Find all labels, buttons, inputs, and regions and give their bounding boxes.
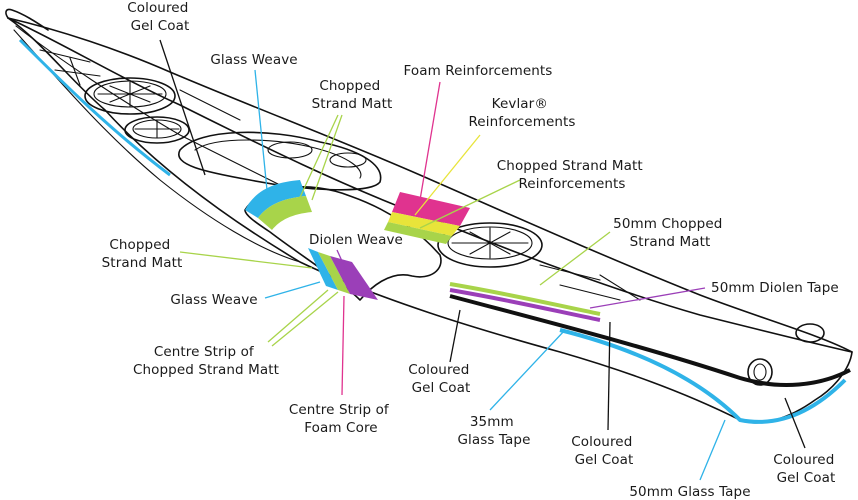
label-chopped-strand-matt-left: Chopped Strand Matt (102, 237, 183, 271)
label-coloured-gel-coat-bottom: Coloured Gel Coat (571, 434, 637, 468)
label-coloured-gel-coat-right: Coloured Gel Coat (773, 452, 839, 486)
seam-diolen-tape (449, 288, 601, 322)
label-chopped-strand-matt-reinforcements: Chopped Strand Matt Reinforcements (497, 158, 647, 192)
kayak-hull (5, 8, 853, 424)
stern-skeg-box (747, 358, 773, 386)
rear-hatch (437, 222, 543, 268)
label-coloured-gel-coat-top: Coloured Gel Coat (127, 0, 193, 34)
label-diolen-weave: Diolen Weave (309, 232, 403, 248)
label-coloured-gel-coat-mid: Coloured Gel Coat (408, 362, 474, 396)
leader-lines (159, 39, 806, 481)
label-35mm-glass-tape: 35mm Glass Tape (457, 414, 530, 448)
bow-tip (5, 8, 49, 31)
label-50mm-glass-tape: 50mm Glass Tape (629, 484, 750, 500)
day-hatch (124, 116, 190, 144)
layer-chopped-side (318, 252, 350, 294)
label-kevlar-reinforcements: Kevlar® Reinforcements (468, 96, 575, 130)
layer-kevlar-reinforcement (388, 212, 460, 236)
labels: Coloured Gel Coat Glass Weave Chopped St… (102, 0, 839, 500)
hull-outline (7, 17, 853, 424)
sheer-line (15, 25, 301, 196)
deck-edge (7, 17, 853, 353)
label-centre-strip-chopped: Centre Strip of Chopped Strand Matt (133, 344, 279, 378)
label-chopped-strand-matt-top: Chopped Strand Matt (312, 78, 393, 112)
seam-glass-tape (559, 328, 847, 424)
layer-foam-reinforcement (392, 192, 470, 226)
laminate-layers (18, 38, 851, 424)
layer-chopped-reinforcement (384, 222, 452, 244)
label-centre-strip-foam: Centre Strip of Foam Core (289, 402, 393, 436)
cockpit-rim (178, 131, 382, 191)
seam-gel-coat (449, 294, 851, 387)
layer-glass-side (308, 248, 338, 290)
label-glass-weave-left: Glass Weave (170, 292, 257, 308)
layer-diolen-weave (330, 256, 378, 300)
label-50mm-diolen-tape: 50mm Diolen Tape (711, 280, 839, 296)
label-50mm-chopped-strand-matt: 50mm Chopped Strand Matt (613, 216, 727, 250)
stern-toggle (795, 323, 825, 343)
cutaway-opening (244, 186, 442, 301)
keel-glass-tape (18, 38, 171, 177)
front-hatch (84, 77, 176, 115)
label-glass-weave-top: Glass Weave (210, 52, 297, 68)
seam-chopped-tape (449, 282, 601, 316)
label-foam-reinforcements: Foam Reinforcements (404, 63, 553, 79)
layer-chopped-deck (258, 196, 312, 230)
layer-glass-weave-deck (245, 180, 306, 218)
